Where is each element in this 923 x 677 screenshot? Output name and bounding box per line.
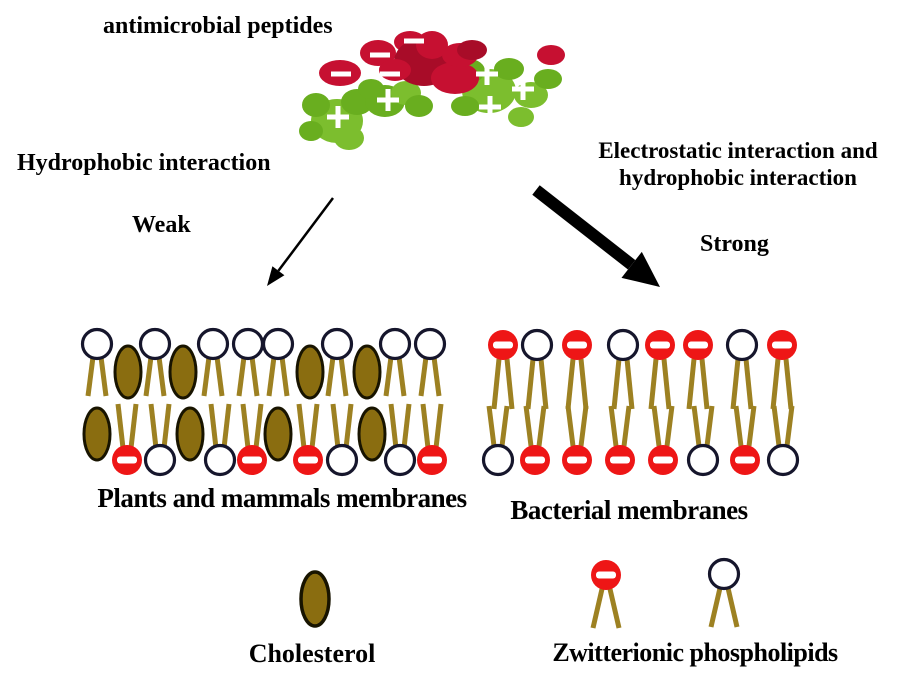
anionic-phospholipid-head bbox=[488, 330, 518, 360]
positive-charge-icon bbox=[476, 63, 498, 85]
peptide-red-blob bbox=[416, 31, 448, 59]
lipid-tails bbox=[486, 358, 795, 447]
zwitterionic-phospholipid-head bbox=[725, 328, 759, 362]
zwitterionic-phospholipid-head bbox=[766, 443, 800, 477]
anionic-phospholipid-head bbox=[237, 445, 267, 475]
peptide-green-blob bbox=[494, 58, 524, 80]
zwitterionic-phospholipid-head bbox=[606, 328, 640, 362]
weak-arrow bbox=[267, 197, 334, 286]
peptide-green-blob bbox=[508, 107, 534, 127]
anionic-phospholipid-head bbox=[683, 330, 713, 360]
peptide-green-blob bbox=[451, 96, 479, 116]
anionic-phospholipid-head bbox=[645, 330, 675, 360]
zwitterionic-phospholipid-head bbox=[143, 443, 177, 477]
peptide-green-blob bbox=[405, 95, 433, 117]
weak-label: Weak bbox=[132, 212, 191, 238]
strong-arrow bbox=[532, 185, 660, 287]
zwitterionic-phospholipid-head bbox=[231, 327, 265, 361]
anionic-phospholipid-head bbox=[562, 445, 592, 475]
strong-label: Strong bbox=[700, 231, 769, 257]
zwitterionic-phospholipid-head bbox=[325, 443, 359, 477]
legend-zwitterionic-phospholipid-icon bbox=[707, 557, 741, 628]
plants-mammals-membrane bbox=[80, 327, 447, 477]
anionic-phospholipid-head bbox=[417, 445, 447, 475]
peptide-red-blob bbox=[537, 45, 565, 65]
peptide-green-blob bbox=[334, 126, 364, 150]
peptide-red-blob bbox=[457, 40, 487, 60]
anionic-phospholipid-head bbox=[648, 445, 678, 475]
anionic-phospholipid-head bbox=[767, 330, 797, 360]
peptide-red-blob bbox=[379, 59, 411, 81]
positive-charge-icon bbox=[377, 89, 399, 111]
zwitterionic-phospholipid-head bbox=[80, 327, 114, 361]
zwitterionic-phospholipid-head bbox=[138, 327, 172, 361]
anionic-phospholipid-head bbox=[730, 445, 760, 475]
phospholipid-legend-label: Zwitterionic phospholipids bbox=[552, 638, 838, 667]
zwitterionic-phospholipid-head bbox=[686, 443, 720, 477]
zwitterionic-phospholipid-head bbox=[203, 443, 237, 477]
anionic-phospholipid-head bbox=[520, 445, 550, 475]
electrostatic-interaction-label: Electrostatic interaction and hydrophobi… bbox=[562, 137, 914, 191]
peptide-green-blob bbox=[534, 69, 562, 89]
peptide-green-blob bbox=[302, 93, 330, 117]
lipid-tails bbox=[85, 356, 444, 449]
electrostatic-line1: Electrostatic interaction and bbox=[598, 138, 878, 163]
legend-cholesterol-icon bbox=[299, 570, 331, 628]
anionic-phospholipid-head bbox=[605, 445, 635, 475]
cholesterol-glyph bbox=[113, 344, 143, 400]
cholesterol-legend-label: Cholesterol bbox=[248, 639, 376, 668]
peptide-red-blob bbox=[431, 62, 479, 94]
positive-charge-icon bbox=[327, 106, 349, 128]
zwitterionic-phospholipid-head bbox=[383, 443, 417, 477]
lipid-heads bbox=[481, 328, 800, 477]
anionic-phospholipid-head bbox=[112, 445, 142, 475]
anionic-phospholipid-head bbox=[293, 445, 323, 475]
legend-anionic-phospholipid-icon bbox=[590, 560, 622, 629]
cholesterol-glyph bbox=[357, 406, 387, 462]
bacterial-membranes-label: Bacterial membranes bbox=[510, 495, 748, 525]
cholesterol-glyph bbox=[175, 406, 205, 462]
positive-charge-icon bbox=[479, 96, 501, 118]
cholesterol-glyph bbox=[263, 406, 293, 462]
peptide-green-blob bbox=[358, 79, 384, 99]
cholesterol-glyph bbox=[168, 344, 198, 400]
electrostatic-line2: hydrophobic interaction bbox=[619, 165, 857, 191]
anionic-phospholipid-head bbox=[562, 330, 592, 360]
cholesterol-glyph bbox=[82, 406, 112, 462]
zwitterionic-phospholipid-head bbox=[261, 327, 295, 361]
zwitterionic-phospholipid-head bbox=[378, 327, 412, 361]
peptide-cluster bbox=[299, 31, 565, 150]
zwitterionic-phospholipid-head bbox=[413, 327, 447, 361]
zwitterionic-phospholipid-head bbox=[320, 327, 354, 361]
zwitterionic-phospholipid-head bbox=[520, 328, 554, 362]
lipid-heads bbox=[80, 327, 447, 477]
bacterial-membrane bbox=[481, 328, 800, 477]
cholesterol-layer bbox=[82, 344, 387, 462]
zwitterionic-phospholipid-head bbox=[481, 443, 515, 477]
zwitterionic-phospholipid-head bbox=[196, 327, 230, 361]
figure-title: antimicrobial peptides bbox=[103, 13, 333, 39]
cholesterol-glyph bbox=[295, 344, 325, 400]
peptide-green-blob bbox=[299, 121, 323, 141]
positive-charge-icon bbox=[512, 78, 534, 100]
plants-mammals-membranes-label: Plants and mammals membranes bbox=[97, 483, 467, 513]
cholesterol-glyph bbox=[352, 344, 382, 400]
hydrophobic-interaction-label: Hydrophobic interaction bbox=[17, 150, 271, 176]
